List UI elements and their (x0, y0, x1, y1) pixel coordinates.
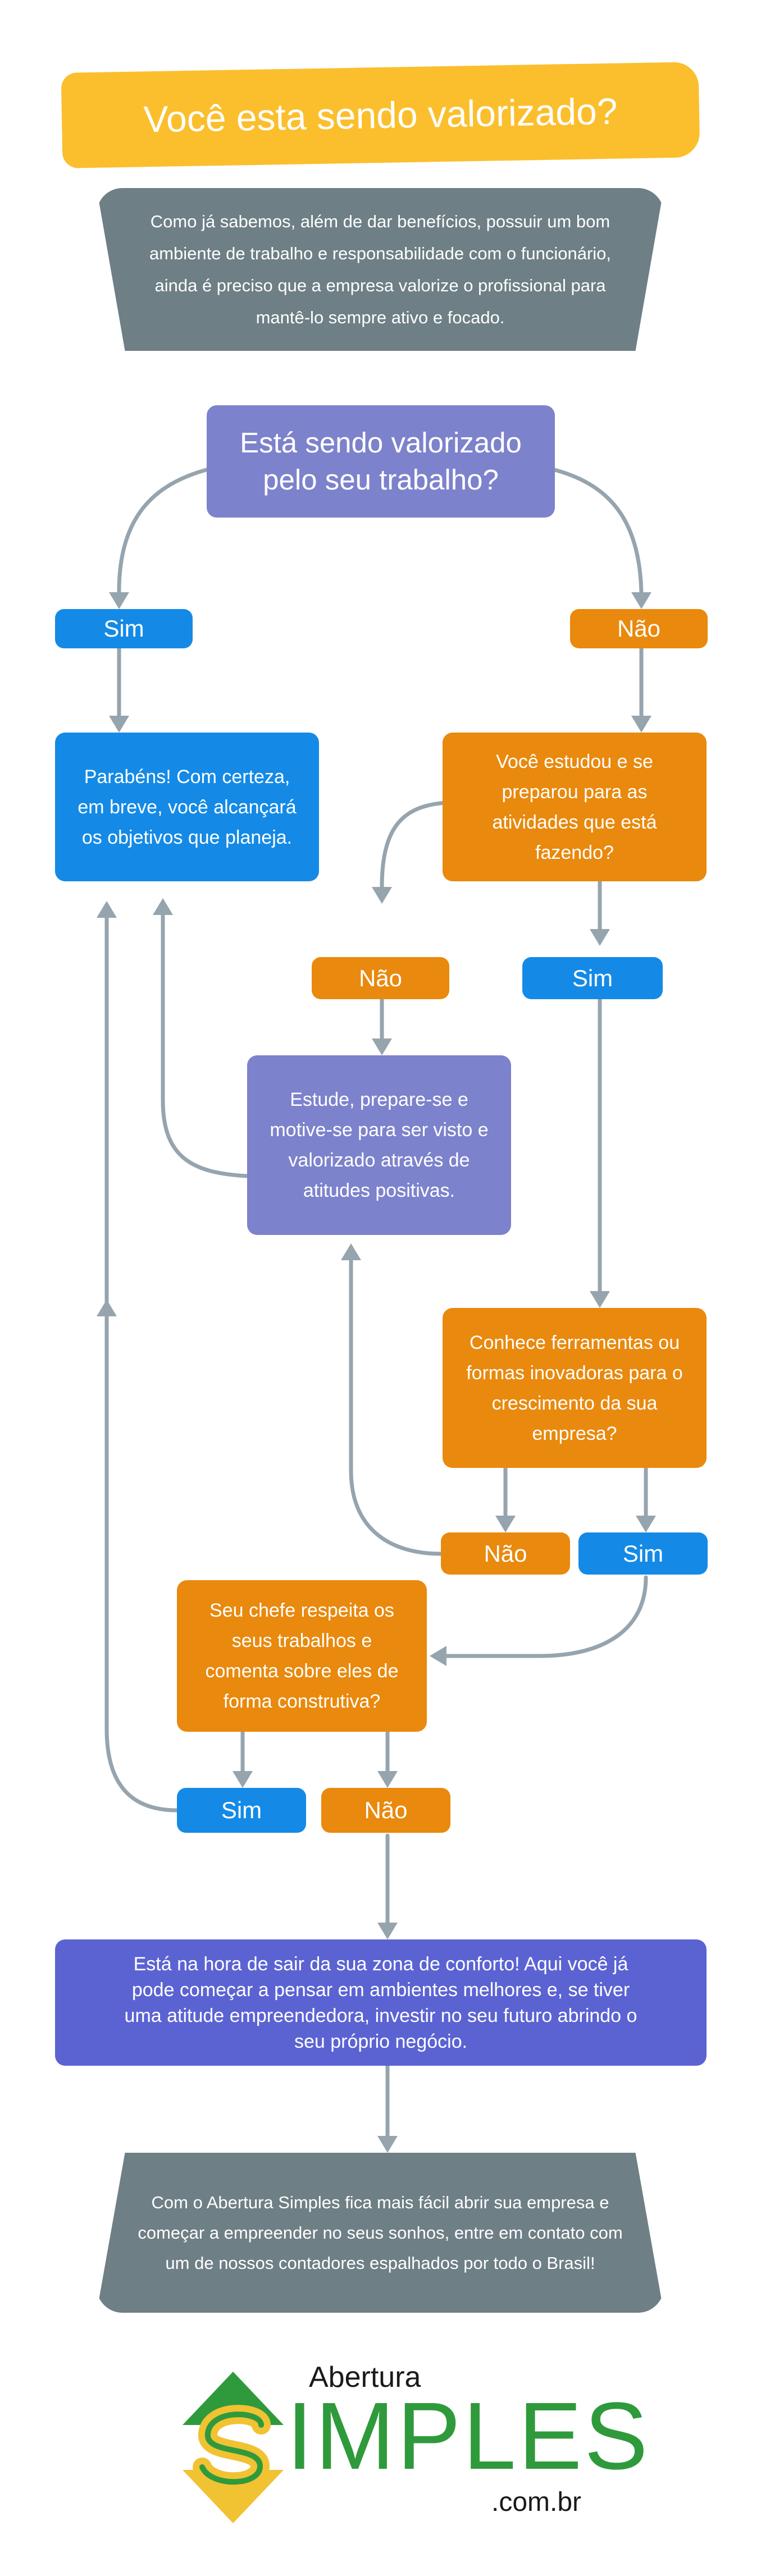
connector-nao-to-advice-back (349, 1255, 443, 1556)
congrats-box: Parabéns! Com certeza, em breve, você al… (55, 733, 319, 881)
arrowhead (590, 1291, 610, 1308)
answer-nao-boss: Não (321, 1788, 450, 1833)
arrowhead (153, 898, 173, 915)
logo-suffix: .com.br (491, 2487, 582, 2517)
arrowhead (631, 716, 651, 733)
arrowhead (372, 1038, 392, 1055)
advice-box: Estude, prepare-se e motive-se para ser … (247, 1055, 511, 1235)
comfort-zone-box: Está na hora de sair da sua zona de conf… (55, 1939, 707, 2066)
question-study: Você estudou e se preparou para as ativi… (443, 733, 707, 881)
arrowhead (590, 929, 610, 946)
question-main: Está sendo valorizado pelo seu trabalho? (207, 405, 555, 518)
answer-sim-main: Sim (55, 609, 193, 648)
arrowhead (97, 1300, 117, 1316)
arrowhead (109, 716, 129, 733)
answer-nao-main: Não (570, 609, 708, 648)
arrowhead (377, 2136, 398, 2153)
connector-main-to-nao (548, 466, 644, 597)
answer-nao-tools: Não (441, 1532, 570, 1575)
arrowhead (97, 901, 117, 918)
answer-sim-tools: Sim (578, 1532, 708, 1575)
arrowhead (233, 1771, 253, 1788)
arrowhead (377, 1923, 398, 1939)
answer-sim-boss: Sim (177, 1788, 306, 1833)
connector-sim-to-congrats-back (104, 910, 179, 1813)
arrowhead (430, 1646, 446, 1666)
closing-text: Com o Abertura Simples fica mais fácil a… (97, 2153, 664, 2313)
question-tools: Conhece ferramentas ou formas inovadoras… (443, 1308, 707, 1468)
connector-study-to-nao (380, 800, 449, 889)
arrowhead (631, 592, 651, 609)
arrowhead (636, 1516, 656, 1532)
connector-sim-to-boss (441, 1575, 648, 1658)
dollar-s-arrows-icon (183, 2372, 284, 2523)
arrowhead (109, 592, 129, 609)
answer-sim-study: Sim (522, 957, 663, 999)
connector-advice-to-congrats (161, 907, 249, 1178)
arrowhead (372, 887, 392, 904)
logo-word-imples: IMPLES (286, 2383, 650, 2490)
page-title: Você esta sendo valorizado? (61, 62, 700, 168)
intro-text: Como já sabemos, além de dar benefícios,… (97, 188, 664, 351)
connector-main-to-sim (117, 466, 213, 597)
arrowhead (341, 1243, 361, 1260)
arrowhead (377, 1771, 398, 1788)
arrowhead (495, 1516, 516, 1532)
logo-word-abertura: Abertura (309, 2361, 421, 2394)
question-boss: Seu chefe respeita os seus trabalhos e c… (177, 1580, 427, 1732)
answer-nao-study: Não (312, 957, 449, 999)
abertura-simples-logo: Abertura IMPLES .com.br (177, 2360, 648, 2523)
